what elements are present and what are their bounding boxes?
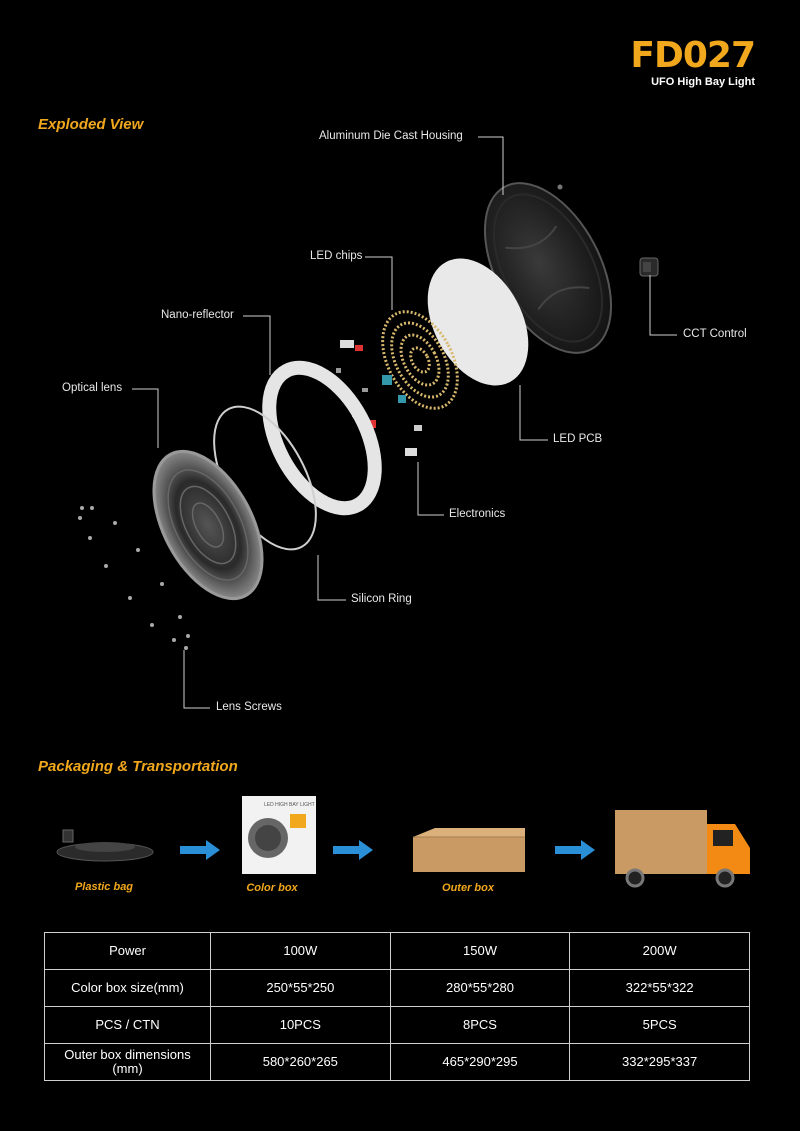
label-lens-screws: Lens Screws <box>216 701 282 713</box>
packaging-flow: LED HIGH BAY LIGHT <box>56 796 750 888</box>
label-led-chips: LED chips <box>310 250 363 262</box>
table-row: Color box size(mm) 250*55*250 280*55*280… <box>44 969 750 1007</box>
label-led-pcb: LED PCB <box>553 433 603 445</box>
product-subtitle: UFO High Bay Light <box>651 76 755 88</box>
model-number: FD027 <box>630 35 756 76</box>
arrow-icon <box>333 840 373 860</box>
exploded-view-title: Exploded View <box>38 116 144 133</box>
table-cell: 100W <box>210 932 391 970</box>
spec-table: Power 100W 150W 200W Color box size(mm) … <box>44 932 750 1081</box>
table-cell: PCS / CTN <box>44 1006 211 1044</box>
packaging-title: Packaging & Transportation <box>38 758 238 775</box>
plastic-bag-image <box>56 829 154 862</box>
lens-screws <box>78 506 190 650</box>
label-silicon-ring: Silicon Ring <box>351 593 412 605</box>
step-color-box: Color box <box>246 882 298 894</box>
table-cell: 8PCS <box>389 1006 571 1044</box>
label-electronics: Electronics <box>449 508 506 520</box>
color-box-text: LED HIGH BAY LIGHT <box>264 802 315 808</box>
truck-image <box>615 810 750 888</box>
arrow-icon <box>180 840 220 860</box>
table-row: Power 100W 150W 200W <box>44 932 750 970</box>
label-nano-reflector: Nano-reflector <box>161 309 234 321</box>
table-cell: 250*55*250 <box>210 969 391 1007</box>
label-housing: Aluminum Die Cast Housing <box>319 130 463 142</box>
color-box-image <box>242 796 316 874</box>
arrow-icon <box>555 840 595 860</box>
table-row: PCS / CTN 10PCS 8PCS 5PCS <box>44 1006 750 1044</box>
table-cell: 465*290*295 <box>389 1043 571 1081</box>
table-cell: Power <box>44 932 211 970</box>
nano-reflector-part <box>262 360 382 516</box>
table-cell: 280*55*280 <box>389 969 571 1007</box>
table-cell: 332*295*337 <box>569 1043 750 1081</box>
table-cell: 322*55*322 <box>569 969 750 1007</box>
cct-control-part <box>639 257 659 277</box>
table-row: Outer box dimensions (mm) 580*260*265 46… <box>44 1043 750 1081</box>
label-optical-lens: Optical lens <box>62 382 123 394</box>
optical-lens-part <box>152 449 264 601</box>
table-cell: 200W <box>569 932 750 970</box>
table-cell: 150W <box>389 932 571 970</box>
leader-lines <box>132 136 677 709</box>
table-cell: Color box size(mm) <box>44 969 211 1007</box>
step-outer-box: Outer box <box>442 882 494 894</box>
step-plastic-bag: Plastic bag <box>74 881 134 893</box>
housing-screw <box>557 184 563 190</box>
label-cct-control: CCT Control <box>683 328 747 340</box>
exploded-view-diagram <box>78 136 677 709</box>
table-cell: 580*260*265 <box>210 1043 391 1081</box>
table-cell: Outer box dimensions (mm) <box>44 1043 211 1081</box>
outer-box-image <box>413 828 525 872</box>
table-cell: 10PCS <box>210 1006 391 1044</box>
table-cell: 5PCS <box>569 1006 750 1044</box>
